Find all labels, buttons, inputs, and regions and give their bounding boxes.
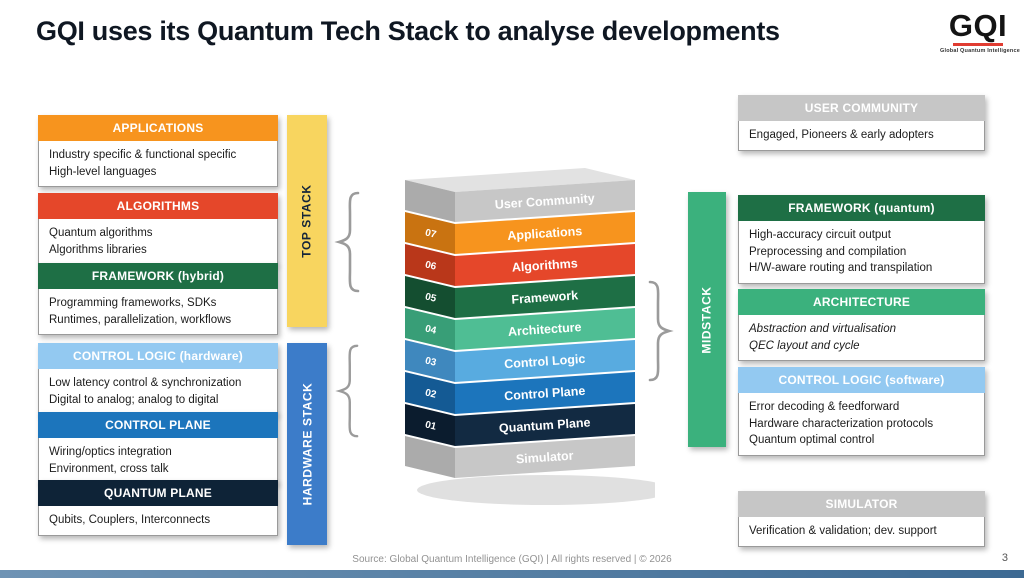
left-box-algorithms-body: Quantum algorithms Algorithms libraries bbox=[38, 219, 278, 266]
left-box-framework-hybrid-body: Programming frameworks, SDKs Runtimes, p… bbox=[38, 289, 278, 336]
right-box-architecture-body: Abstraction and virtualisation QEC layou… bbox=[738, 315, 985, 362]
right-box-simulator: SIMULATOR Verification & validation; dev… bbox=[738, 491, 985, 547]
right-box-architecture-title: ARCHITECTURE bbox=[738, 289, 985, 315]
midstack-bar-label: MIDSTACK bbox=[700, 285, 714, 354]
stack-layer-side-face bbox=[405, 340, 455, 382]
stack-layer-front-face bbox=[455, 436, 635, 478]
left-box-quantum-plane-title: QUANTUM PLANE bbox=[38, 480, 278, 506]
midstack-bar: MIDSTACK bbox=[688, 192, 726, 447]
stack-layer-side-face bbox=[405, 372, 455, 414]
gqi-logo-accent-bar bbox=[953, 43, 1003, 46]
stack-layer-front-face bbox=[455, 180, 635, 222]
stack-layer-control-logic: 03 Control Logic bbox=[405, 340, 635, 382]
stack-layer-label: Architecture bbox=[508, 320, 582, 339]
page-number: 3 bbox=[1001, 552, 1008, 564]
stack-layer-side-face bbox=[405, 436, 455, 478]
left-box-control-logic-hardware-title: CONTROL LOGIC (hardware) bbox=[38, 343, 278, 369]
stack-layer-quantum-plane: 01 Quantum Plane bbox=[405, 404, 635, 446]
source-note: Source: Global Quantum Intelligence (GQI… bbox=[352, 554, 672, 565]
left-box-control-plane: CONTROL PLANE Wiring/optics integration … bbox=[38, 412, 278, 485]
stack-layer-label: Simulator bbox=[516, 449, 575, 467]
gqi-logo-caption: Global Quantum Intelligence bbox=[940, 48, 1020, 54]
stack-layer-number: 03 bbox=[424, 355, 438, 368]
right-box-user-community: USER COMMUNITY Engaged, Pioneers & early… bbox=[738, 95, 985, 151]
stack-layer-front-face bbox=[455, 276, 635, 318]
left-box-control-logic-hardware-body: Low latency control & synchronization Di… bbox=[38, 369, 278, 416]
right-box-control-logic-software-body: Error decoding & feedforward Hardware ch… bbox=[738, 393, 985, 457]
left-box-framework-hybrid-title: FRAMEWORK (hybrid) bbox=[38, 263, 278, 289]
stack-layer-number: 04 bbox=[424, 323, 438, 336]
stack-layer-label: Algorithms bbox=[511, 256, 578, 274]
top-stack-bar: TOP STACK bbox=[287, 115, 327, 327]
stack-shadow bbox=[417, 475, 655, 505]
stack-layer-user-community: User Community bbox=[405, 168, 635, 222]
stack-layer-side-face bbox=[405, 244, 455, 286]
stack-layer-label: Quantum Plane bbox=[499, 415, 591, 435]
left-box-framework-hybrid: FRAMEWORK (hybrid) Programming framework… bbox=[38, 263, 278, 336]
quantum-tech-stack-3d: User Community 07 Applications 06 Algorithms… bbox=[405, 168, 655, 505]
left-box-control-plane-title: CONTROL PLANE bbox=[38, 412, 278, 438]
left-box-quantum-plane-body: Qubits, Couplers, Interconnects bbox=[38, 506, 278, 536]
right-box-user-community-body: Engaged, Pioneers & early adopters bbox=[738, 121, 985, 151]
stack-layer-side-face bbox=[405, 404, 455, 446]
stack-layer-applications: 07 Applications bbox=[405, 212, 635, 254]
stack-layer-label: Control Plane bbox=[504, 384, 586, 403]
stack-layer-simulator: Simulator bbox=[405, 436, 635, 478]
hardware-stack-bar-label: HARDWARE STACK bbox=[300, 382, 314, 506]
stack-layer-control-plane: 02 Control Plane bbox=[405, 372, 635, 414]
stack-layer-side-face bbox=[405, 308, 455, 350]
brace-hardware-stack bbox=[335, 344, 359, 438]
stack-layer-front-face bbox=[455, 372, 635, 414]
stack-layer-number: 02 bbox=[424, 387, 438, 400]
stack-layer-label: Framework bbox=[511, 288, 579, 306]
stack-layer-number: 07 bbox=[424, 227, 438, 240]
stack-layer-top-face bbox=[405, 168, 635, 192]
left-box-applications-body: Industry specific & functional specific … bbox=[38, 141, 278, 188]
left-box-control-plane-body: Wiring/optics integration Environment, c… bbox=[38, 438, 278, 485]
right-box-simulator-body: Verification & validation; dev. support bbox=[738, 517, 985, 547]
right-box-control-logic-software-title: CONTROL LOGIC (software) bbox=[738, 367, 985, 393]
brace-midstack bbox=[648, 280, 674, 382]
stack-layer-front-face bbox=[455, 244, 635, 286]
left-box-algorithms: ALGORITHMS Quantum algorithms Algorithms… bbox=[38, 193, 278, 266]
right-box-architecture: ARCHITECTURE Abstraction and virtualisat… bbox=[738, 289, 985, 362]
stack-layer-number: 05 bbox=[424, 291, 438, 304]
right-box-framework-quantum: FRAMEWORK (quantum) High-accuracy circui… bbox=[738, 195, 985, 285]
gqi-logo-text: GQI bbox=[948, 8, 1008, 43]
stack-layer-algorithms: 06 Algorithms bbox=[405, 244, 635, 286]
stack-layer-architecture: 04 Architecture bbox=[405, 308, 635, 350]
right-box-control-logic-software: CONTROL LOGIC (software) Error decoding … bbox=[738, 367, 985, 457]
brace-top-stack bbox=[334, 191, 360, 293]
stack-layer-front-face bbox=[455, 308, 635, 350]
stack-layer-front-face bbox=[455, 212, 635, 254]
stack-layer-label: Control Logic bbox=[504, 352, 586, 371]
stack-layer-side-face bbox=[405, 180, 455, 222]
bottom-accent-bar bbox=[0, 570, 1024, 578]
stack-layer-side-face bbox=[405, 212, 455, 254]
hardware-stack-bar: HARDWARE STACK bbox=[287, 343, 327, 545]
right-box-user-community-title: USER COMMUNITY bbox=[738, 95, 985, 121]
right-box-simulator-title: SIMULATOR bbox=[738, 491, 985, 517]
stack-layer-front-face bbox=[455, 340, 635, 382]
right-box-framework-quantum-title: FRAMEWORK (quantum) bbox=[738, 195, 985, 221]
left-box-applications-title: APPLICATIONS bbox=[38, 115, 278, 141]
stack-layer-label: User Community bbox=[494, 191, 595, 212]
right-box-framework-quantum-body: High-accuracy circuit output Preprocessi… bbox=[738, 221, 985, 285]
left-box-quantum-plane: QUANTUM PLANE Qubits, Couplers, Intercon… bbox=[38, 480, 278, 536]
stack-layer-framework: 05 Framework bbox=[405, 276, 635, 318]
stack-layer-number: 06 bbox=[424, 259, 438, 272]
slide-title: GQI uses its Quantum Tech Stack to analy… bbox=[36, 16, 780, 46]
top-stack-bar-label: TOP STACK bbox=[300, 184, 315, 258]
gqi-logo: GQI Global Quantum Intelligence bbox=[940, 8, 1020, 54]
stack-layer-front-face bbox=[455, 404, 635, 446]
stack-layer-side-face bbox=[405, 276, 455, 318]
left-box-algorithms-title: ALGORITHMS bbox=[38, 193, 278, 219]
left-box-control-logic-hardware: CONTROL LOGIC (hardware) Low latency con… bbox=[38, 343, 278, 416]
stack-layer-label: Applications bbox=[507, 224, 583, 243]
left-box-applications: APPLICATIONS Industry specific & functio… bbox=[38, 115, 278, 188]
stack-layer-number: 01 bbox=[424, 419, 438, 432]
